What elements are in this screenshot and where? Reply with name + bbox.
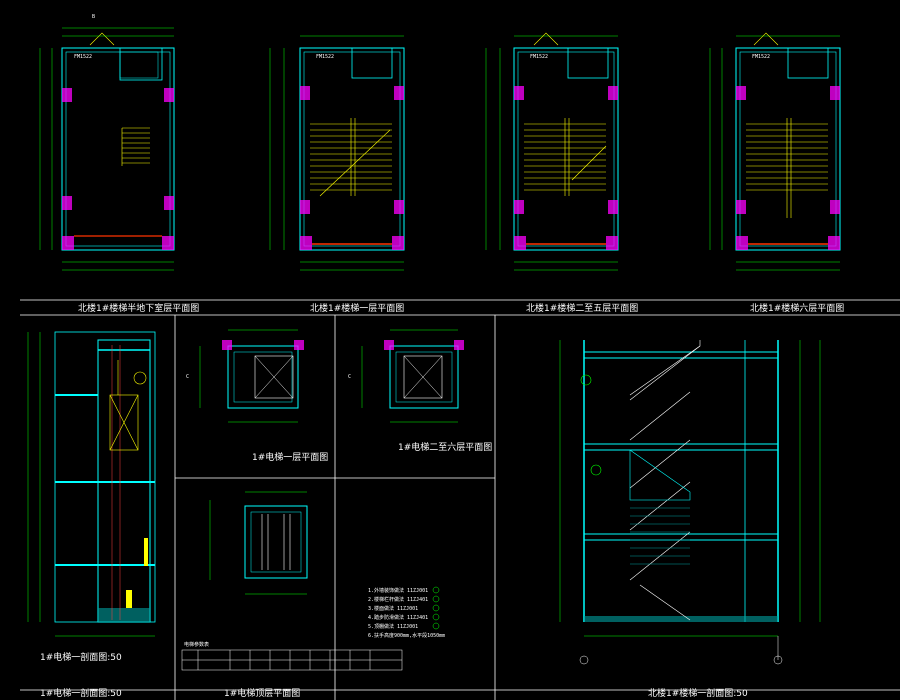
door-label-3: FM1522 — [530, 54, 548, 60]
table-title: 电梯参数表 — [184, 641, 209, 648]
caption-lift-plan-2-6: 1#电梯二至六层平面图 — [398, 441, 492, 453]
note-4: 4.踏步防滑做法 11ZJ401 — [368, 614, 428, 621]
sheet-frame — [20, 299, 900, 700]
caption-plan-first: 北楼1#楼梯一层平面图 — [310, 302, 404, 314]
axis-c-label-2: C — [348, 374, 351, 380]
lift-plan-first: C — [186, 329, 304, 423]
plan-basement: FM1522 B — [39, 14, 175, 271]
axis-c-label-1: C — [186, 374, 189, 380]
caption-plan-2-5: 北楼1#楼梯二至五层平面图 — [526, 302, 638, 314]
lift-plan-2-6: C — [348, 329, 464, 423]
note-5: 5.顶棚做法 11ZJ001 — [368, 623, 418, 630]
lift-roof-plan — [209, 491, 308, 595]
note-1: 1.外墙装饰做法 11ZJ001 — [368, 587, 428, 594]
caption-stair-section: 北楼1#楼梯一剖面图:50 — [648, 687, 748, 699]
note-2: 2.楼梯栏杆做法 11ZJ401 — [368, 596, 428, 603]
caption-elevator-section-2: 1#电梯一剖面图:50 — [40, 687, 122, 699]
door-label-1: FM1522 — [74, 54, 92, 60]
elevator-parameter-table — [181, 649, 403, 671]
door-label-4: FM1522 — [752, 54, 770, 60]
elevator-section — [27, 331, 156, 637]
door-label-2: FM1522 — [316, 54, 334, 60]
caption-lift-plan-first: 1#电梯一层平面图 — [252, 451, 328, 463]
note-3: 3.楼面做法 11ZJ001 — [368, 605, 418, 612]
plan-floors-2-5: FM1522 — [485, 32, 619, 271]
axis-b-label: B — [92, 14, 95, 20]
plan-first-floor: FM1522 — [269, 35, 405, 271]
notes-block: 1.外墙装饰做法 11ZJ001 2.楼梯栏杆做法 11ZJ401 3.楼面做法… — [368, 586, 445, 639]
caption-lift-roof: 1#电梯顶层平面图 — [224, 687, 300, 699]
stair-section — [559, 340, 821, 665]
note-6: 6.扶手高度900mm,水平段1050mm — [368, 632, 445, 639]
plan-sixth-floor: FM1522 — [709, 32, 841, 271]
caption-elevator-section: 1#电梯一剖面图:50 — [40, 651, 122, 663]
caption-plan-sixth: 北楼1#楼梯六层平面图 — [750, 302, 844, 314]
caption-plan-basement: 北楼1#楼梯半地下室层平面图 — [78, 302, 199, 314]
